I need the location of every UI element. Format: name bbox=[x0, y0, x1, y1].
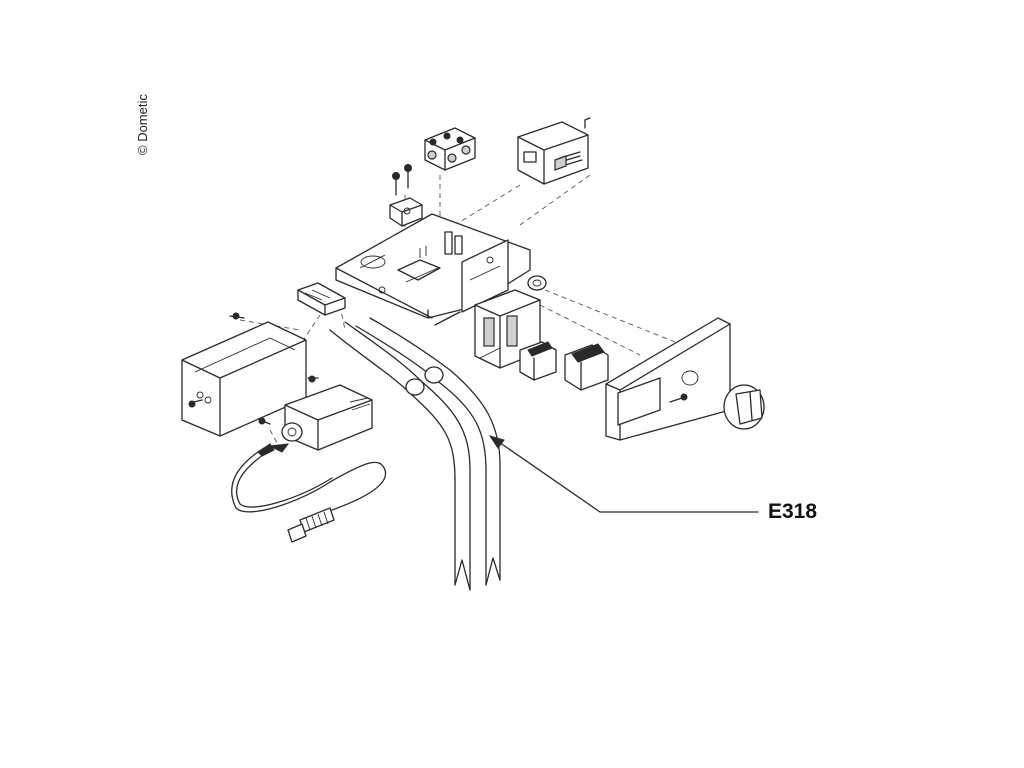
rocker-switch-2 bbox=[564, 343, 609, 391]
control-knob bbox=[723, 384, 765, 430]
ignition-cable bbox=[231, 443, 387, 543]
thermostat-unit bbox=[517, 117, 591, 185]
grommet bbox=[527, 275, 547, 291]
ignition-module bbox=[268, 384, 373, 453]
callout-leader bbox=[488, 435, 759, 513]
terminal-block bbox=[424, 127, 476, 171]
rocker-switch-1 bbox=[519, 341, 557, 381]
inline-connector bbox=[297, 282, 346, 316]
mounting-plate bbox=[335, 213, 531, 326]
thermocouple-tubes bbox=[329, 317, 501, 591]
screws-top bbox=[392, 164, 412, 196]
screws-left bbox=[188, 312, 319, 425]
control-panel bbox=[605, 317, 761, 441]
cable-clamp bbox=[389, 197, 423, 227]
panel-screw bbox=[669, 393, 688, 403]
part-number-callout: E318 bbox=[768, 500, 818, 523]
